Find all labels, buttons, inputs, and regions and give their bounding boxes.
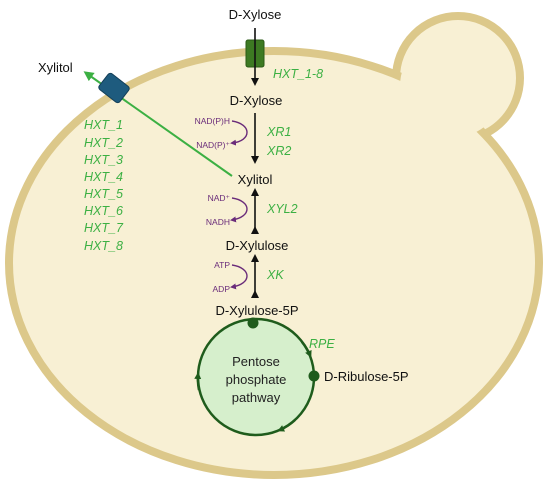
hxt-list-item: HXT_4 xyxy=(84,170,123,184)
hxt-outflow-transporter xyxy=(98,72,130,104)
cofactor-nadh: NADH xyxy=(206,217,230,227)
ppp-arrow-bottom xyxy=(277,419,296,432)
hxt-list-item: HXT_6 xyxy=(84,204,123,218)
xylulose5p-node xyxy=(247,317,259,329)
enzyme-xk: XK xyxy=(266,268,284,282)
hxt-inlet-label: HXT_1-8 xyxy=(273,67,323,81)
hxt-list-item: HXT_8 xyxy=(84,239,123,253)
hxt-list-item: HXT_7 xyxy=(84,221,124,235)
nadph-curve xyxy=(230,120,248,146)
atp-curve xyxy=(230,264,248,290)
ppp-label-line2: phosphate xyxy=(226,372,287,387)
cofactor-adp: ADP xyxy=(213,284,231,294)
cofactor-nadp: NAD(P)⁺ xyxy=(196,140,230,150)
enzyme-rpe: RPE xyxy=(309,337,335,351)
ppp-label-line1: Pentose xyxy=(232,354,280,369)
ppp-arrow-right xyxy=(301,341,312,358)
xylulose-label: D-Xylulose xyxy=(226,238,289,253)
enzyme-xr1: XR1 xyxy=(266,125,291,139)
bud-neck xyxy=(400,34,504,138)
cofactor-atp: ATP xyxy=(214,260,230,270)
hxt-list-item: HXT_1 xyxy=(84,118,123,132)
nad-curve xyxy=(230,197,248,223)
xylitol-inside-label: Xylitol xyxy=(238,172,273,187)
cell-membrane xyxy=(5,47,543,479)
enzyme-xyl2: XYL2 xyxy=(266,202,298,216)
hxt-list-item: HXT_5 xyxy=(84,187,123,201)
xylose-outside-label: D-Xylose xyxy=(229,7,282,22)
yeast-cell xyxy=(5,12,543,479)
enzyme-xr2: XR2 xyxy=(266,144,291,158)
hxt-list-item: HXT_2 xyxy=(84,136,123,150)
xylose-inside-label: D-Xylose xyxy=(230,93,283,108)
ppp-arrow-left xyxy=(194,372,202,391)
ppp-label-line3: pathway xyxy=(232,390,281,405)
cofactor-nadph: NAD(P)H xyxy=(195,116,230,126)
cofactor-nad: NAD⁺ xyxy=(208,193,231,203)
ribulose5p-node xyxy=(308,370,320,382)
xylulose5p-label: D-Xylulose-5P xyxy=(215,303,298,318)
hxt-list: HXT_1 HXT_2 HXT_3 HXT_4 HXT_5 HXT_6 HXT_… xyxy=(84,118,124,253)
ribulose5p-label: D-Ribulose-5P xyxy=(324,369,409,384)
hxt-list-item: HXT_3 xyxy=(84,153,123,167)
xylitol-outside-label: Xylitol xyxy=(38,60,73,75)
